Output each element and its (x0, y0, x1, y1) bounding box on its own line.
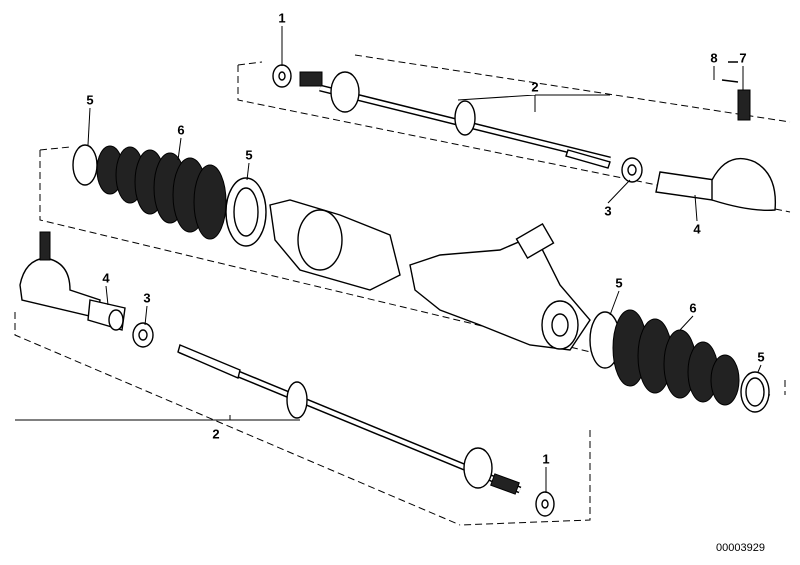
tie-rod-end-lower (19, 231, 101, 319)
washer-upper (272, 64, 292, 88)
tie-rod-end-upper (711, 61, 777, 211)
nut-upper (621, 157, 643, 183)
frame-upper-tie-rod (237, 54, 791, 213)
callout-4: 4 (102, 270, 110, 286)
callout-5: 5 (615, 275, 623, 291)
adjuster-lower (87, 299, 126, 331)
drawing-code: 00003929 (716, 542, 765, 554)
steering-rack-housing (269, 199, 591, 351)
callout-5: 5 (245, 147, 253, 163)
callout-3: 3 (143, 290, 151, 306)
callout-8: 8 (710, 50, 718, 66)
callout-4: 4 (693, 221, 701, 237)
callout-5: 5 (86, 92, 94, 108)
upper-tie-rod (299, 71, 611, 169)
boot-left (72, 144, 267, 247)
callout-5: 5 (757, 349, 765, 365)
frame-lower-tie-rod (14, 312, 591, 526)
callout-1: 1 (542, 451, 550, 467)
callout-6: 6 (689, 300, 697, 316)
frame-steering-rack (39, 146, 786, 396)
leader-lines (15, 26, 762, 493)
lower-tie-rod (177, 344, 522, 495)
callout-7: 7 (739, 50, 747, 66)
callout-2: 2 (212, 426, 220, 442)
washer-lower (535, 491, 555, 517)
callout-6: 6 (177, 122, 185, 138)
boot-right (589, 309, 770, 413)
callout-2: 2 (531, 79, 539, 95)
callout-1: 1 (278, 10, 286, 26)
callout-3: 3 (604, 203, 612, 219)
adjuster-upper (655, 171, 716, 201)
nut-lower (132, 322, 154, 348)
